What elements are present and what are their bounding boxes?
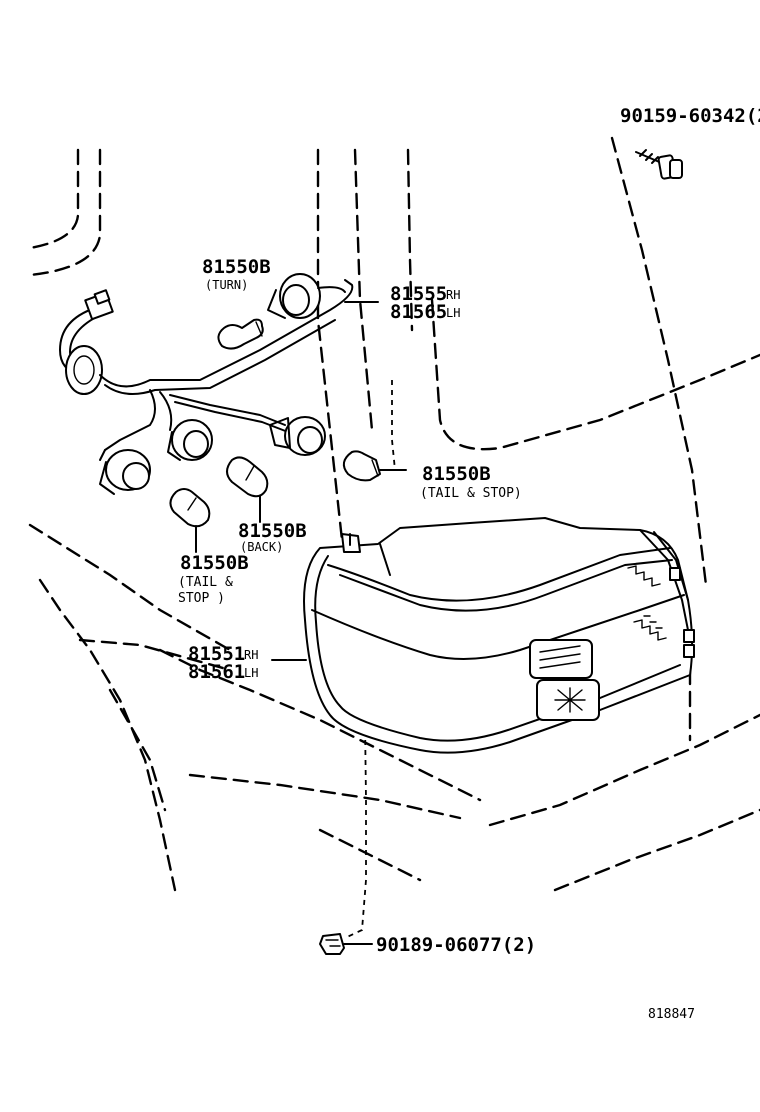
socket-back [167,419,213,461]
socket-wire-side-rh: RH [446,288,460,302]
bulb-tail-stop-left-part-number: 81550B [180,552,249,574]
lamp-assy-part-number-lh: 81561 [188,661,245,683]
bulb-tail-stop-right-caption: (TAIL & STOP) [420,486,522,501]
lamp-assy-side-rh: RH [244,648,258,662]
bulb-back-icon [226,456,269,523]
socket-tail-stop-left [99,449,151,495]
socket-wire-side-lh: LH [446,306,460,320]
socket-tail-stop-right [269,416,326,456]
screw-part-number: 90159-60342(2 [620,105,760,127]
bulb-tail-stop-right-icon [342,450,407,482]
bulb-turn-part-number: 81550B [202,256,271,278]
figure-id: 818847 [648,1007,695,1022]
clip-part-number: 90189-06077(2) [376,934,536,956]
lamp-lens-window [529,639,593,679]
bulb-turn-caption: (TURN) [205,278,248,292]
lamp-assy-side-lh: LH [244,666,258,680]
wire-harness [59,279,379,451]
socket-turn [267,273,346,319]
clip-icon [319,933,373,955]
rear-combination-lamp-assembly [271,517,695,754]
bulb-turn-icon [217,318,264,350]
lamp-assy-part-number-rh: 81551 [188,643,245,665]
socket-wire-part-number-lh: 81565 [390,301,447,323]
bulb-tail-stop-left-caption-line1: (TAIL & [178,575,233,590]
bulb-tail-stop-left-caption-line2: STOP ) [178,591,225,606]
bulb-back-part-number: 81550B [238,520,307,542]
bulb-tail-stop-left-icon [169,488,211,553]
screw-icon [635,149,683,180]
vehicle-body-outline [28,136,760,939]
socket-wire-part-number-rh: 81555 [390,283,447,305]
bulb-back-caption: (BACK) [240,540,283,554]
bulb-tail-stop-right-part-number: 81550B [422,463,491,485]
